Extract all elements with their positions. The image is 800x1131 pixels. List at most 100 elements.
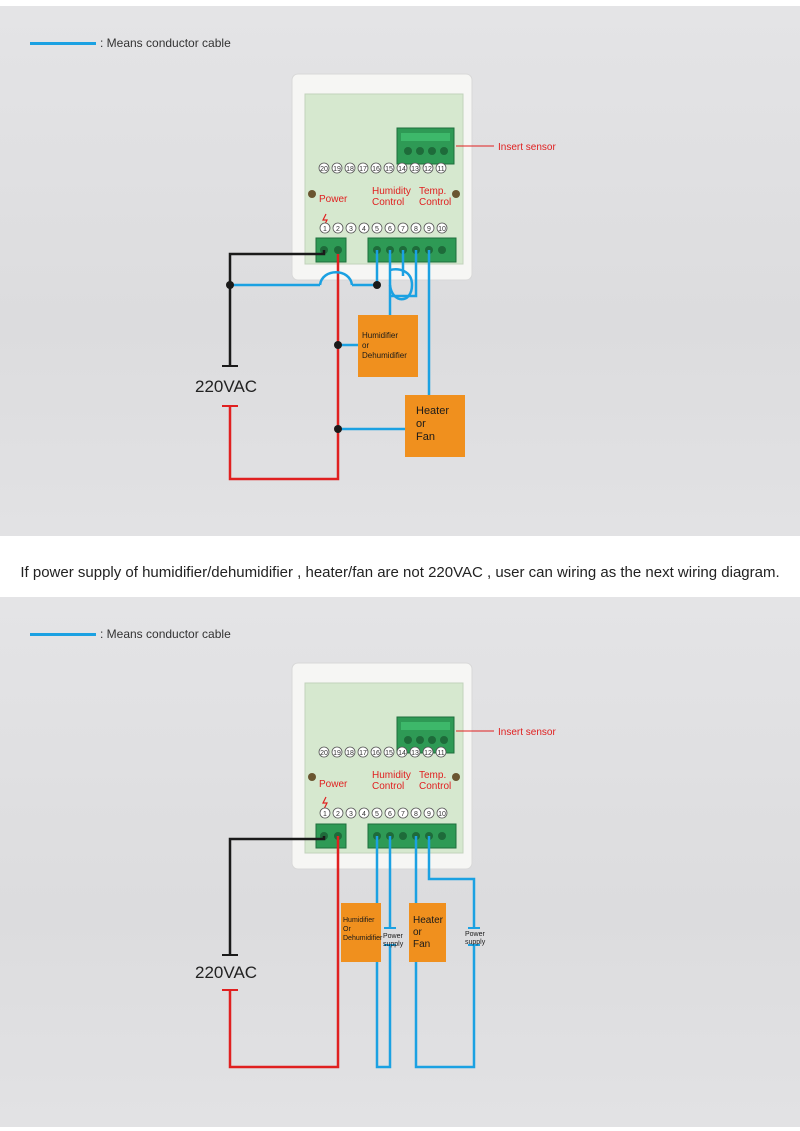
terminal-circle <box>345 807 357 819</box>
terminal-circle <box>370 162 382 174</box>
terminal-circle <box>409 746 421 758</box>
terminal-number: 15 <box>385 166 393 173</box>
terminal-circle <box>371 807 383 819</box>
terminal-circle <box>331 746 343 758</box>
terminal-number: 19 <box>333 750 341 757</box>
terminal-number: 3 <box>349 226 353 233</box>
terminal-circle <box>396 162 408 174</box>
terminal-number: 11 <box>437 166 444 173</box>
temp-label-1: Temp. <box>419 770 446 781</box>
terminal-circle <box>435 162 447 174</box>
terminal-number: 10 <box>438 811 446 818</box>
humidifier-box: Humidifier Or Dehumidifier <box>341 903 383 962</box>
terminal-number: 5 <box>375 811 379 818</box>
power-supply-1: Power supply <box>383 933 404 948</box>
svg-text:Power: Power <box>383 933 404 940</box>
terminal-circle <box>319 807 331 819</box>
temp-label-2: Control <box>419 781 451 792</box>
terminal-circle <box>436 807 448 819</box>
terminal-circle <box>371 222 383 234</box>
terminal-circle <box>422 746 434 758</box>
terminal-number: 10 <box>438 226 446 233</box>
power-supply-2: Power supply <box>465 931 486 946</box>
terminal-circle <box>357 162 369 174</box>
legend: : Means conductor cable <box>30 36 231 50</box>
svg-text:Dehumidifier: Dehumidifier <box>362 351 407 360</box>
terminal-circle <box>332 222 344 234</box>
insert-sensor-label: Insert sensor <box>498 727 556 738</box>
temp-label-1: Temp. <box>419 186 446 197</box>
power-label: Power <box>319 779 348 790</box>
svg-text:Dehumidifier: Dehumidifier <box>343 935 383 942</box>
terminal-number: 18 <box>346 166 354 173</box>
svg-text:Or: Or <box>343 926 351 933</box>
terminal-number: 14 <box>398 166 406 173</box>
terminal-number: 20 <box>320 750 328 757</box>
terminal-number: 16 <box>372 166 380 173</box>
legend-cable-swatch <box>30 42 96 46</box>
terminal-number: 13 <box>411 750 419 757</box>
voltage-label: 220VAC <box>195 377 257 396</box>
terminal-circle <box>410 807 422 819</box>
legend-text: : Means conductor cable <box>100 36 231 50</box>
terminal-number: 20 <box>320 166 328 173</box>
terminal-circle <box>332 807 344 819</box>
wiring-note: If power supply of humidifier/dehumidifi… <box>20 564 780 581</box>
svg-text:or: or <box>413 927 423 938</box>
terminal-number: 9 <box>427 811 431 818</box>
terminal-number: 1 <box>323 811 327 818</box>
svg-text:Heater: Heater <box>413 915 444 926</box>
temp-label-2: Control <box>419 197 451 208</box>
terminal-circle <box>344 162 356 174</box>
humidifier-box: Humidifier or Dehumidifier <box>358 315 418 377</box>
svg-text:Fan: Fan <box>416 431 435 443</box>
terminal-number: 11 <box>437 750 444 757</box>
legend-text: : Means conductor cable <box>100 627 231 641</box>
svg-text:or: or <box>362 341 369 350</box>
svg-text:Fan: Fan <box>413 939 430 950</box>
terminal-number: 6 <box>388 811 392 818</box>
terminal-circle <box>358 222 370 234</box>
humidity-label-2: Control <box>372 197 404 208</box>
terminal-circle <box>435 746 447 758</box>
terminal-circle <box>436 222 448 234</box>
svg-text:supply: supply <box>383 941 404 948</box>
terminal-circle <box>345 222 357 234</box>
terminal-number: 9 <box>427 226 431 233</box>
terminal-number: 12 <box>424 750 432 757</box>
svg-text:Humidifier: Humidifier <box>362 331 398 340</box>
terminal-number: 8 <box>414 226 418 233</box>
terminal-circle <box>384 222 396 234</box>
wiring <box>222 250 431 481</box>
terminal-number: 1 <box>323 226 327 233</box>
terminal-number: 6 <box>388 226 392 233</box>
top-wiring-diagram: : Means conductor cable Insert sensor 20… <box>0 6 800 536</box>
terminal-number: 16 <box>372 750 380 757</box>
terminal-number: 12 <box>424 166 432 173</box>
terminal-circle <box>397 222 409 234</box>
svg-text:Heater: Heater <box>416 405 449 417</box>
terminal-circle <box>319 222 331 234</box>
terminal-circle <box>409 162 421 174</box>
bottom-wiring-diagram: : Means conductor cable Insert sensor 20… <box>0 597 800 1127</box>
terminal-number: 18 <box>346 750 354 757</box>
terminal-circle <box>384 807 396 819</box>
terminal-number: 13 <box>411 166 419 173</box>
terminal-number: 17 <box>359 166 367 173</box>
terminal-number: 15 <box>385 750 393 757</box>
terminal-number: 5 <box>375 226 379 233</box>
voltage-label: 220VAC <box>195 963 257 982</box>
terminal-circle <box>410 222 422 234</box>
legend-cable-swatch <box>30 633 96 637</box>
wiring <box>222 836 480 1069</box>
humidity-label-1: Humidity <box>372 770 411 781</box>
terminal-number: 7 <box>401 226 405 233</box>
terminal-circle <box>423 222 435 234</box>
heater-box: Heater or Fan <box>409 903 446 962</box>
terminal-number: 2 <box>336 226 340 233</box>
